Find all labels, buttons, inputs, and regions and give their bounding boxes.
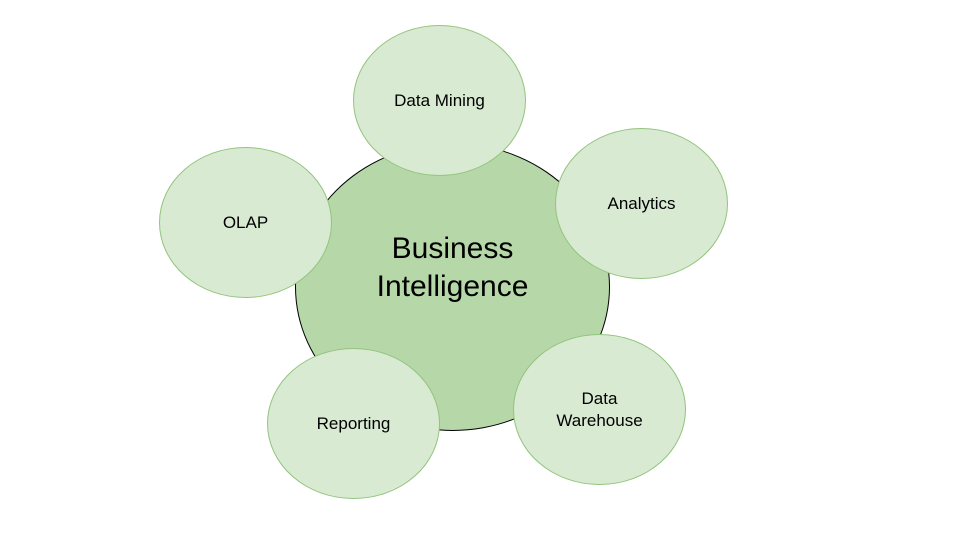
node-label-reporting: Reporting [316, 413, 391, 433]
node-label-data-mining: Data Mining [394, 90, 485, 110]
node-label-olap: OLAP [222, 212, 269, 232]
node-olap: OLAP [159, 147, 332, 298]
node-label-data-warehouse: Data Warehouse [556, 388, 643, 430]
center-node-label: Business Intelligence [376, 232, 529, 303]
node-label-analytics: Analytics [607, 193, 676, 213]
node-analytics: Analytics [555, 128, 728, 279]
node-data-warehouse: Data Warehouse [513, 334, 686, 485]
node-data-mining: Data Mining [353, 25, 526, 176]
node-reporting: Reporting [267, 348, 440, 499]
